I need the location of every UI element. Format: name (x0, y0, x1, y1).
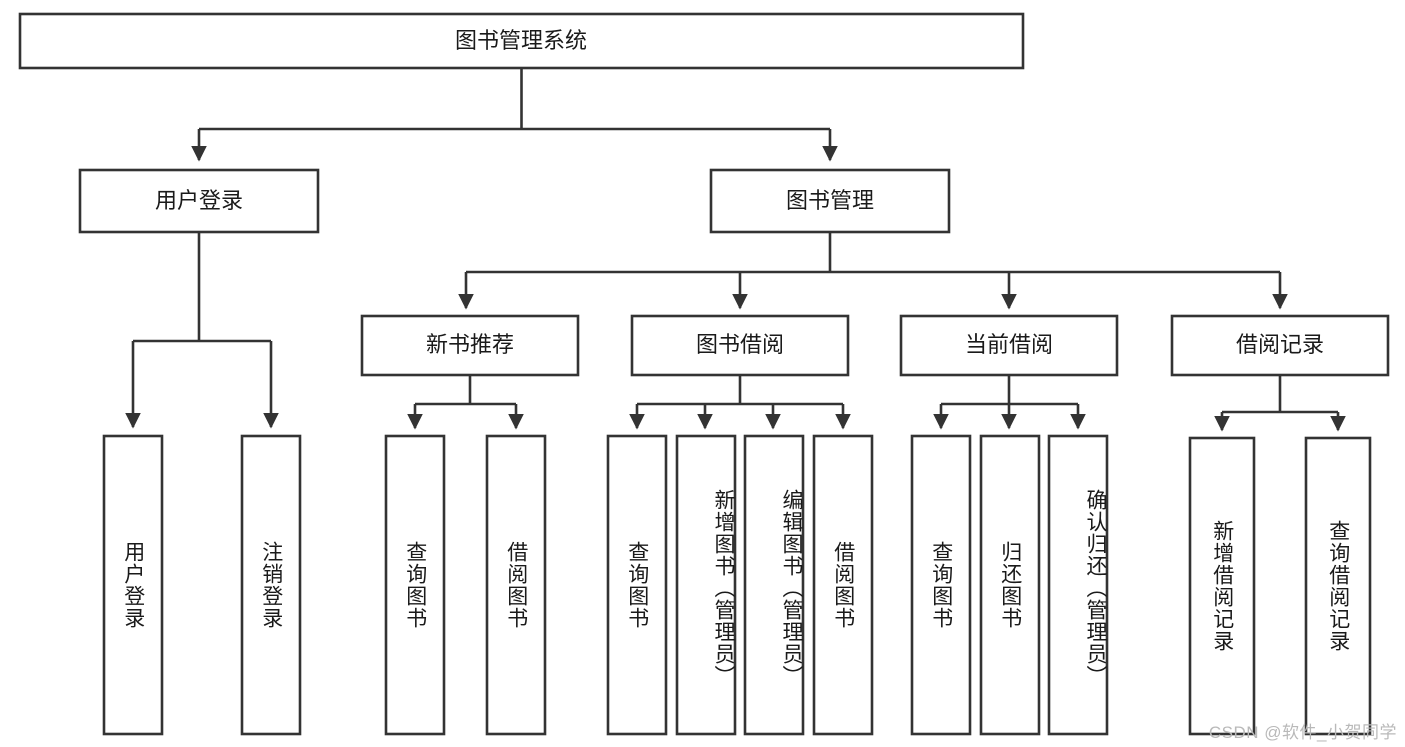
leaf-box[interactable] (812, 434, 874, 736)
leaf-box[interactable] (102, 434, 164, 736)
node-borrow-record-label: 借阅记录 (1236, 332, 1324, 357)
node-borrow-record[interactable]: 借阅记录 (1170, 314, 1390, 377)
node-book-borrow-label: 图书借阅 (696, 332, 784, 357)
leaf-box[interactable] (1047, 434, 1109, 736)
node-book-management-label: 图书管理 (786, 188, 874, 213)
node-user-login-label: 用户登录 (155, 188, 243, 213)
leaf-box[interactable] (743, 434, 805, 736)
leaf-boxes-new-book-recommend (384, 434, 547, 736)
leaf-boxes-borrow-record (1188, 436, 1372, 736)
node-new-book-recommend-label: 新书推荐 (426, 332, 514, 357)
node-current-borrow-label: 当前借阅 (965, 332, 1053, 357)
leaf-boxes-user-login (102, 434, 302, 736)
leaf-box[interactable] (1304, 436, 1372, 736)
leaf-boxes-book-borrow (606, 434, 874, 736)
connectors-bookborrow-to-leaves (629, 375, 851, 430)
connectors-bookmgmt-to-level3 (458, 232, 1288, 310)
leaf-box[interactable] (485, 434, 547, 736)
leaf-box[interactable] (240, 434, 302, 736)
leaf-box[interactable] (979, 434, 1041, 736)
leaf-box[interactable] (675, 434, 737, 736)
connectors-borrowrecord-to-leaves (1214, 375, 1346, 432)
connectors-userlogin-to-leaves (125, 232, 279, 429)
connectors-root-to-level2 (191, 68, 838, 162)
watermark: CSDN @软件_小贺同学 (1208, 723, 1397, 742)
connectors-currentborrow-to-leaves (933, 375, 1086, 430)
node-book-borrow[interactable]: 图书借阅 (630, 314, 850, 377)
connectors-newbook-to-leaves (407, 375, 524, 430)
leaf-boxes-current-borrow (910, 434, 1109, 736)
leaf-box[interactable] (1188, 436, 1256, 736)
node-new-book-recommend[interactable]: 新书推荐 (360, 314, 580, 377)
node-root-label: 图书管理系统 (455, 28, 587, 53)
leaf-box[interactable] (910, 434, 972, 736)
node-user-login[interactable]: 用户登录 (78, 168, 320, 234)
node-book-management[interactable]: 图书管理 (709, 168, 951, 234)
leaf-box[interactable] (606, 434, 668, 736)
leaf-box[interactable] (384, 434, 446, 736)
node-current-borrow[interactable]: 当前借阅 (899, 314, 1119, 377)
node-root[interactable]: 图书管理系统 (18, 12, 1025, 70)
